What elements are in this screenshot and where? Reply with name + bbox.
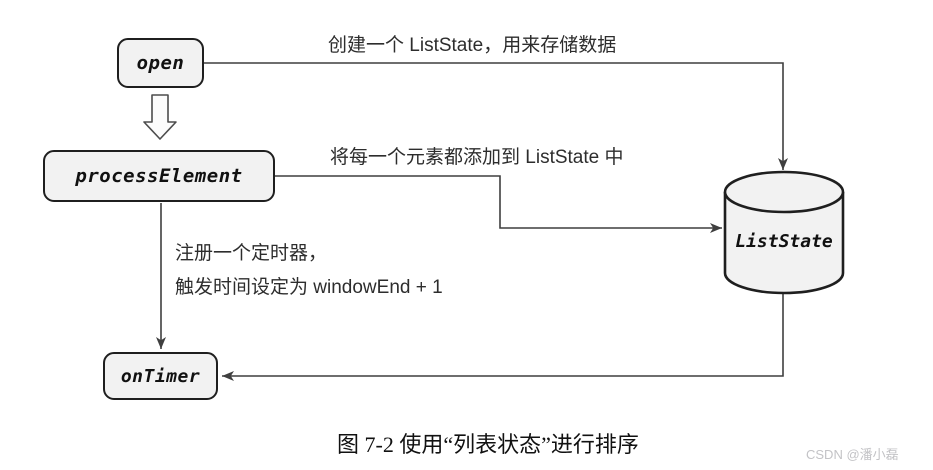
node-process-element-label: processElement	[75, 165, 243, 187]
connector-liststate-to-ontimer	[222, 293, 784, 381]
connector-open-to-liststate	[204, 62, 788, 170]
node-on-timer-label: onTimer	[120, 365, 201, 387]
liststate-cylinder	[723, 170, 845, 295]
edge-label-add-elements: 将每一个元素都添加到 ListState 中	[330, 147, 624, 168]
node-open-label: open	[136, 52, 185, 74]
node-open: open	[117, 38, 204, 88]
watermark: CSDN @潘小磊	[806, 447, 899, 462]
node-on-timer: onTimer	[103, 352, 218, 400]
node-list-state-label: ListState	[735, 231, 833, 252]
figure-caption: 图 7-2 使用“列表状态”进行排序	[337, 432, 639, 457]
edge-label-create-liststate: 创建一个 ListState，用来存储数据	[328, 35, 617, 56]
block-arrow-icon	[143, 94, 177, 140]
edge-label-register-timer-line2: 触发时间设定为 windowEnd + 1	[175, 277, 443, 298]
connector-process-to-liststate	[275, 175, 722, 233]
edge-label-register-timer-line1: 注册一个定时器，	[175, 243, 328, 264]
node-process-element: processElement	[43, 150, 275, 202]
edge-label-register-timer: 注册一个定时器， 触发时间设定为 windowEnd + 1	[175, 237, 443, 305]
